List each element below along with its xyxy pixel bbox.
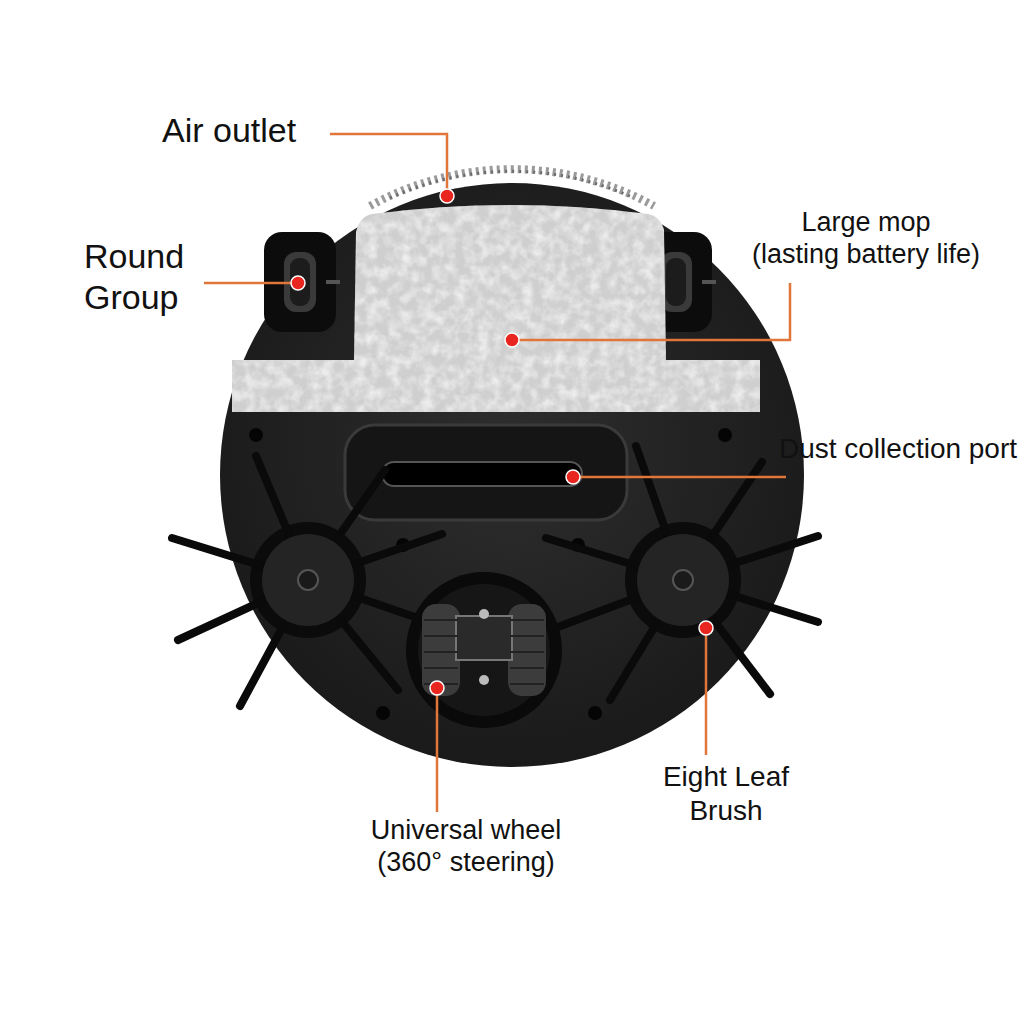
- screw-hole: [588, 706, 602, 720]
- part-label: Eight Leaf Brush: [626, 760, 826, 827]
- brush-hub: [637, 534, 729, 626]
- brush-hub: [262, 534, 354, 626]
- universal-wheel: [406, 572, 562, 728]
- part-label: Universal wheel (360° steering): [326, 814, 606, 879]
- mop-pad: [232, 205, 760, 412]
- screw-hole: [718, 428, 732, 442]
- leader-line: [204, 134, 790, 812]
- part-label: Air outlet: [162, 110, 382, 151]
- air-outlet-grille: [370, 169, 654, 206]
- side-brush: [625, 522, 741, 638]
- brush-hub: [298, 570, 318, 590]
- screw-hole: [376, 706, 390, 720]
- brush-hub: [673, 570, 693, 590]
- part-label: Large mop (lasting battery life): [716, 206, 1016, 271]
- part-label: Round Group: [84, 236, 224, 318]
- side-brush: [250, 522, 366, 638]
- part-label: Dust collection port: [778, 432, 1018, 466]
- callout-dot: [291, 189, 713, 695]
- screw-hole: [249, 428, 263, 442]
- air-outlet-grille: [390, 171, 634, 198]
- vacuum-body: [220, 183, 804, 767]
